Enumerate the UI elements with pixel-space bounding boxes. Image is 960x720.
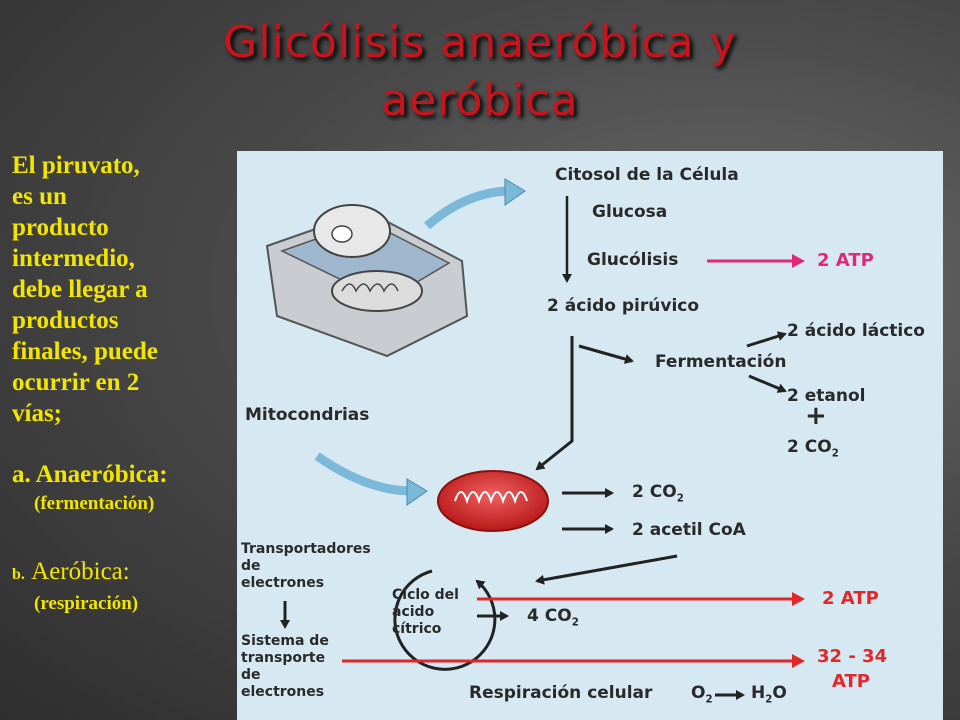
label-transportadores: Transportadores de electrones — [241, 541, 371, 591]
label-co2-mito: 2 CO2 — [632, 482, 684, 504]
label-ciclo: Ciclo del ácido cítrico — [392, 587, 459, 637]
label-o2: O2 — [691, 683, 713, 705]
label-glucosa: Glucosa — [592, 202, 668, 222]
co2-krebs-sub: 2 — [571, 617, 579, 629]
label-atp-krebs: 2 ATP — [822, 588, 879, 609]
label-acetil: 2 acetil CoA — [632, 520, 746, 540]
label-mitocondrias: Mitocondrias — [245, 405, 370, 425]
o2-text: O — [691, 683, 706, 703]
diagram-graphics — [265, 178, 805, 700]
h2o-sub: 2 — [765, 694, 773, 706]
label-glucolisis: Glucólisis — [587, 250, 679, 270]
cell-illustration — [265, 204, 469, 358]
label-fermentacion: Fermentación — [655, 352, 787, 372]
label-plus: + — [805, 401, 827, 431]
item-a-sub: (fermentación) — [34, 493, 155, 514]
h2o-h: H — [751, 683, 766, 703]
co2-krebs-text: 4 CO — [527, 606, 572, 626]
item-a-label: Anaeróbica: — [35, 461, 168, 488]
label-atp-glucolisis: 2 ATP — [817, 250, 874, 271]
label-piruvico: 2 ácido pirúvico — [547, 296, 700, 316]
item-b-label: Aeróbica: — [31, 558, 130, 585]
co2-ferm-sub: 2 — [831, 448, 839, 460]
o2-sub: 2 — [705, 694, 713, 706]
mitochondrion-illustration — [437, 470, 549, 532]
label-lactico: 2 ácido láctico — [787, 321, 925, 341]
label-atp-resp: 32 - 34 — [817, 646, 888, 667]
label-co2-ferm: 2 CO2 — [787, 437, 839, 459]
label-sistema: Sistema de transporte de electrones — [241, 633, 329, 700]
left-text-block: El piruvato, es un producto intermedio, … — [12, 150, 227, 618]
curved-arrow-top — [424, 186, 513, 230]
item-b-sub: (respiración) — [34, 593, 139, 614]
intro-paragraph: El piruvato, es un producto intermedio, … — [12, 152, 158, 427]
h2o-o: O — [772, 683, 787, 703]
label-respiracion: Respiración celular — [469, 683, 653, 703]
co2-mito-text: 2 CO — [632, 482, 677, 502]
label-h2o: H2O — [751, 683, 787, 705]
item-b-marker: b. — [12, 566, 25, 583]
label-citosol: Citosol de la Célula — [555, 165, 739, 185]
co2-mito-sub: 2 — [676, 493, 684, 505]
item-anaerobic: a. Anaeróbica: (fermentación) — [12, 459, 227, 518]
label-co2-krebs: 4 CO2 — [527, 606, 579, 628]
slide-title: Glicólisis anaeróbica y aeróbica — [223, 17, 737, 126]
curved-arrow-bottom — [314, 452, 413, 496]
co2-ferm-text: 2 CO — [787, 437, 832, 457]
diagram-panel: Citosol de la Célula Glucosa Glucólisis … — [237, 151, 943, 720]
label-etanol: 2 etanol — [787, 386, 866, 406]
label-atp-resp2: ATP — [832, 671, 871, 692]
item-aerobic: b. Aeróbica: (respiración) — [12, 556, 227, 618]
item-a-marker: a. — [12, 461, 31, 488]
